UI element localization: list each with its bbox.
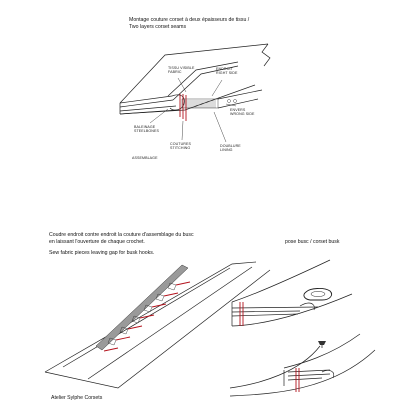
back-fabric-torn-edge xyxy=(261,43,271,67)
label-assembly: ASSEMBLAGE xyxy=(132,156,158,160)
workshop-credit: Atelier Sylphe Corsets xyxy=(51,395,103,401)
upper-fabric-bottom xyxy=(231,293,353,327)
right-panel-bottom xyxy=(217,98,259,109)
front-panel-top xyxy=(167,61,239,97)
marker-circle-2 xyxy=(233,99,237,103)
busk-seam-diagram xyxy=(44,261,271,389)
busk-installation-lower xyxy=(229,333,376,397)
seam-fold xyxy=(169,94,185,111)
label-lining: DOUBLURE LINING xyxy=(220,144,241,153)
upper-strip-3 xyxy=(231,313,299,317)
lower-strip-1 xyxy=(287,369,331,373)
leader-stitching xyxy=(181,120,184,141)
busk-installation-upper xyxy=(231,259,353,327)
upper-strip-2 xyxy=(231,310,301,313)
leader-wrong-side xyxy=(225,103,237,107)
layer-line-1 xyxy=(119,95,173,104)
busk-title: pose busc / corset busk xyxy=(285,239,340,245)
busk-hooks xyxy=(107,282,177,346)
leader-steel-bones xyxy=(149,108,169,124)
lower-fabric-upper-layer xyxy=(283,333,361,369)
busk-bar xyxy=(95,264,189,351)
boning-channel xyxy=(181,98,219,109)
busk-stitch-ticks xyxy=(103,281,191,352)
busk-note-french-line1: Coudre endroit contre endroit la couture… xyxy=(49,232,194,238)
label-visible-fabric: TISSU VISIBLE FABRIC xyxy=(168,66,195,75)
leader-lining xyxy=(213,111,227,143)
label-steel-bones: BALEINAGE STEELBONES xyxy=(134,125,159,134)
busk-note-french-line2: en laissant l'ouverture de chaque croche… xyxy=(49,239,145,245)
layer-line-4 xyxy=(119,109,179,115)
lower-fabric-bottom xyxy=(229,349,376,397)
marker-circle-1 xyxy=(227,99,231,103)
upper-fold xyxy=(299,302,315,311)
right-panel-top xyxy=(217,89,263,100)
busk-note-english: Sew fabric pieces leaving gap for busk h… xyxy=(49,250,155,256)
layer-line-2 xyxy=(119,99,174,108)
busk-loop xyxy=(303,288,333,301)
back-fabric-top-edge xyxy=(119,43,269,104)
fabric-inner-edge-1 xyxy=(62,267,231,368)
busk-loop-hole xyxy=(310,291,326,297)
top-title-french: Montage couture corset à deux épaisseurs… xyxy=(129,17,250,23)
label-wrong-side: ENVERS WRONG SIDE xyxy=(230,108,255,117)
lower-fabric-top xyxy=(229,345,321,389)
fabric-sheet-top xyxy=(44,261,257,373)
lower-fold xyxy=(321,370,335,379)
label-stitching: COUTURES STITCHING xyxy=(170,142,191,151)
upper-fabric-top xyxy=(231,259,331,303)
front-panel-top-2 xyxy=(172,65,239,101)
top-title-english: Two layers corset seams xyxy=(129,24,187,30)
fabric-inner-edge-2 xyxy=(87,266,253,380)
lower-strip-2 xyxy=(287,373,331,377)
leader-right-side xyxy=(211,79,223,97)
upper-strip-1 xyxy=(231,306,319,309)
two-layer-seam-diagram xyxy=(119,43,271,143)
leader-visible-fabric xyxy=(177,77,187,93)
busk-stud xyxy=(318,341,326,345)
fabric-sheet-bottom xyxy=(44,269,271,389)
layer-line-3 xyxy=(119,105,177,112)
boning-hatch xyxy=(184,100,216,108)
lower-strip-3 xyxy=(287,377,323,381)
